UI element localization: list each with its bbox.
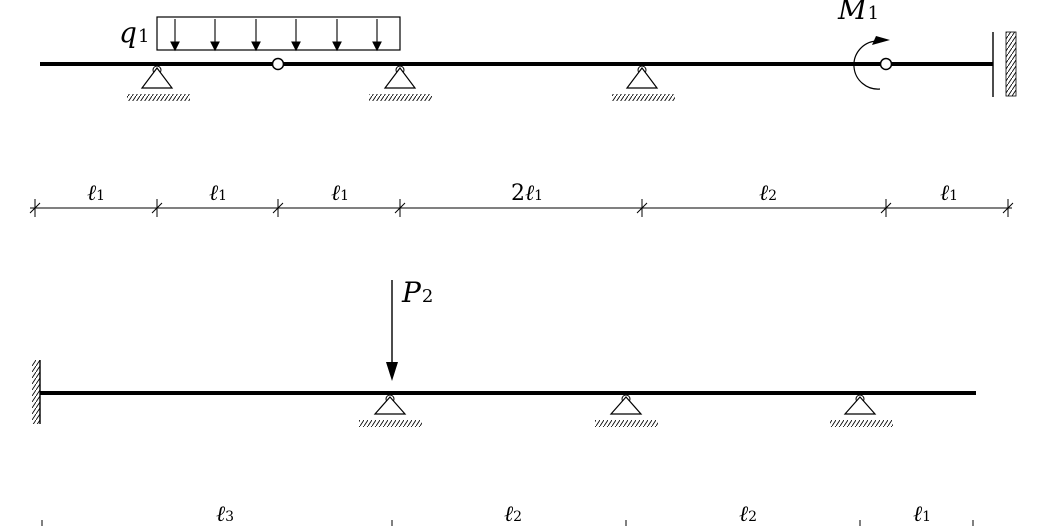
pin-support-2	[369, 65, 432, 101]
load-p-label: P2	[401, 276, 433, 309]
pin-support-5	[595, 394, 658, 427]
point-load-p2: P2	[386, 276, 433, 381]
dim2-label-4: ℓ1	[913, 502, 931, 526]
pin-support-6	[830, 394, 893, 427]
pin-support-3	[612, 65, 675, 101]
dim1-label-6: ℓ1	[940, 181, 958, 206]
pin-support-1	[127, 65, 190, 101]
load-q-label: q1	[119, 16, 149, 49]
fixed-support-right	[992, 31, 1017, 97]
dim1-label-5: ℓ2	[759, 181, 777, 206]
beam-2: P2	[32, 276, 976, 427]
distributed-load-q1: q1	[119, 16, 401, 52]
dim2-label-3: ℓ2	[739, 502, 757, 526]
dim1-label-1: ℓ1	[87, 181, 105, 206]
dim1-label-2: ℓ1	[209, 181, 227, 206]
hinge-2	[879, 57, 893, 71]
dimension-line-2: ℓ3 ℓ2 ℓ2 ℓ1	[41, 502, 974, 527]
moment-m-label: M1	[837, 0, 879, 26]
dim1-label-4: 2ℓ1	[511, 181, 543, 206]
hinge-1	[271, 57, 285, 71]
fixed-support-left	[32, 360, 41, 424]
moment-m1: M1	[837, 0, 890, 90]
load-arrows	[170, 19, 382, 52]
dim2-label-1: ℓ3	[216, 502, 234, 526]
load-block	[156, 16, 401, 51]
pin-support-4	[359, 394, 422, 427]
beam-1: q1 M1	[40, 0, 1017, 101]
dimension-line-1: ℓ1 ℓ1 ℓ1 2ℓ1 ℓ2 ℓ1	[29, 181, 1014, 217]
dim2-label-2: ℓ2	[504, 502, 522, 526]
dim1-label-3: ℓ1	[331, 181, 349, 206]
